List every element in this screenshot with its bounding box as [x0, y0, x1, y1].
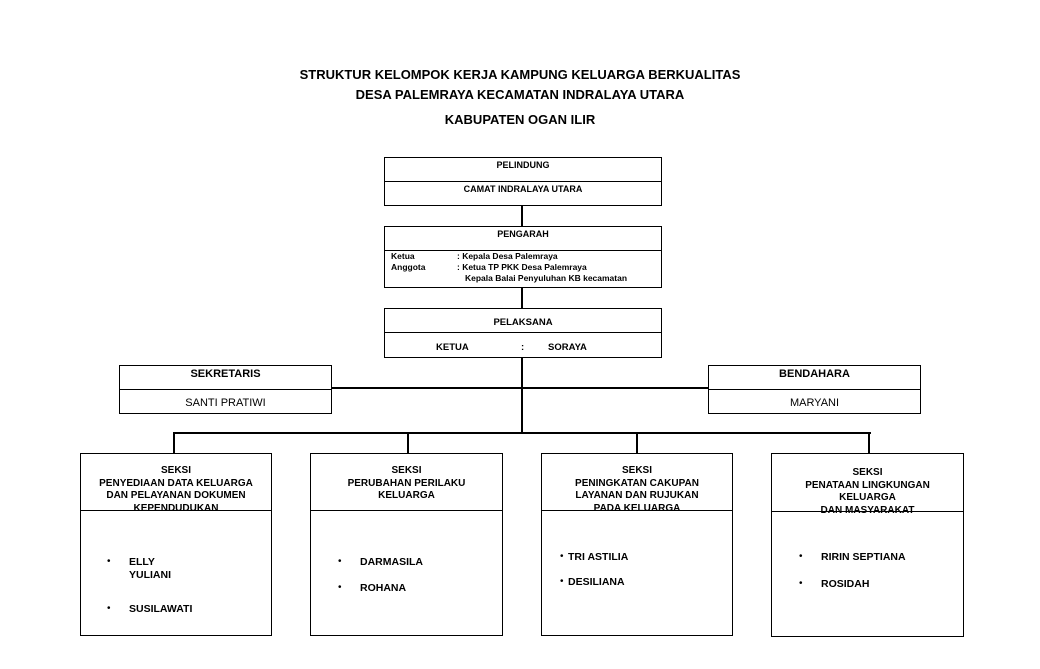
connector-pelindung-pengarah	[521, 206, 523, 227]
pelindung-box: PELINDUNG CAMAT INDRALAYA UTARA	[384, 157, 662, 206]
chart-title-line1: STRUKTUR KELOMPOK KERJA KAMPUNG KELUARGA…	[299, 67, 741, 82]
connector-section-3	[636, 432, 638, 454]
pelaksana-ketua-name: SORAYA	[548, 342, 587, 353]
connector-pelaksana-trunk	[521, 357, 523, 433]
connector-pengarah-pelaksana	[521, 287, 523, 309]
sekretaris-divider	[120, 389, 331, 390]
pelindung-name: CAMAT INDRALAYA UTARA	[463, 184, 583, 194]
bendahara-box: BENDAHARA MARYANI	[708, 365, 921, 414]
section-1-divider	[81, 510, 271, 511]
section-box-3: SEKSI PENINGKATAN CAKUPAN LAYANAN DAN RU…	[541, 453, 733, 636]
section-4-member-2: ROSIDAH	[821, 578, 870, 590]
connector-section-2	[407, 432, 409, 454]
sekretaris-box: SEKRETARIS SANTI PRATIWI	[119, 365, 332, 414]
bullet-icon: •	[107, 603, 111, 614]
connector-sekretaris-bendahara	[331, 387, 709, 389]
section-4-heading: SEKSI PENATAAN LINGKUNGAN KELUARGA DAN M…	[805, 467, 930, 516]
sekretaris-name: SANTI PRATIWI	[185, 397, 266, 409]
pelaksana-colon: :	[521, 342, 525, 353]
pengarah-divider	[385, 250, 661, 251]
bullet-icon: •	[338, 582, 342, 593]
section-4-divider	[772, 511, 963, 512]
section-3-heading: SEKSI PENINGKATAN CAKUPAN LAYANAN DAN RU…	[575, 465, 699, 514]
section-2-divider	[311, 510, 502, 511]
pelaksana-ketua-label: KETUA	[436, 342, 469, 353]
pelaksana-box: PELAKSANA KETUA : SORAYA	[384, 308, 662, 358]
section-box-2: SEKSI PERUBAHAN PERILAKU KELUARGA • DARM…	[310, 453, 503, 636]
pengarah-ketua-label: Ketua	[391, 251, 415, 261]
pengarah-ketua-value: : Kepala Desa Palemraya	[457, 251, 558, 261]
section-1-member-2: SUSILAWATI	[129, 603, 193, 615]
pelindung-divider	[385, 181, 661, 182]
chart-title-line2: DESA PALEMRAYA KECAMATAN INDRALAYA UTARA	[355, 87, 685, 102]
chart-title-line3: KABUPATEN OGAN ILIR	[444, 112, 596, 127]
section-1-member-1a: ELLY	[129, 556, 155, 568]
pelindung-heading: PELINDUNG	[496, 160, 550, 170]
pengarah-anggota-value1: : Ketua TP PKK Desa Palemraya	[457, 262, 587, 272]
section-2-member-2: ROHANA	[360, 582, 407, 594]
section-3-divider	[542, 510, 732, 511]
connector-section-4	[868, 432, 870, 454]
section-2-member-1: DARMASILA	[360, 556, 423, 568]
bendahara-divider	[709, 389, 920, 390]
section-3-member-1: TRI ASTILIA	[568, 551, 629, 563]
section-1-member-1b: YULIANI	[129, 569, 171, 581]
pelaksana-heading: PELAKSANA	[493, 317, 553, 328]
bullet-icon: •	[338, 556, 342, 567]
sekretaris-heading: SEKRETARIS	[190, 368, 261, 380]
section-4-member-1: RIRIN SEPTIANA	[821, 551, 906, 563]
pengarah-anggota-label: Anggota	[391, 262, 426, 272]
bullet-icon: •	[560, 551, 564, 562]
section-2-heading: SEKSI PERUBAHAN PERILAKU KELUARGA	[347, 465, 466, 501]
section-3-member-2: DESILIANA	[568, 576, 625, 588]
section-box-4: SEKSI PENATAAN LINGKUNGAN KELUARGA DAN M…	[771, 453, 964, 637]
pengarah-box: PENGARAH Ketua : Kepala Desa Palemraya A…	[384, 226, 662, 288]
pengarah-heading: PENGARAH	[497, 229, 549, 239]
connector-sections-bar	[173, 432, 871, 434]
bendahara-heading: BENDAHARA	[779, 368, 850, 380]
bullet-icon: •	[799, 551, 803, 562]
section-1-heading: SEKSI PENYEDIAAN DATA KELUARGA DAN PELAY…	[99, 465, 253, 514]
connector-section-1	[173, 432, 175, 454]
bullet-icon: •	[107, 556, 111, 567]
pelaksana-divider	[385, 332, 661, 333]
bullet-icon: •	[799, 578, 803, 589]
bullet-icon: •	[560, 576, 564, 587]
bendahara-name: MARYANI	[789, 397, 840, 409]
section-box-1: SEKSI PENYEDIAAN DATA KELUARGA DAN PELAY…	[80, 453, 272, 636]
pengarah-anggota-value2: Kepala Balai Penyuluhan KB kecamatan	[465, 273, 628, 283]
